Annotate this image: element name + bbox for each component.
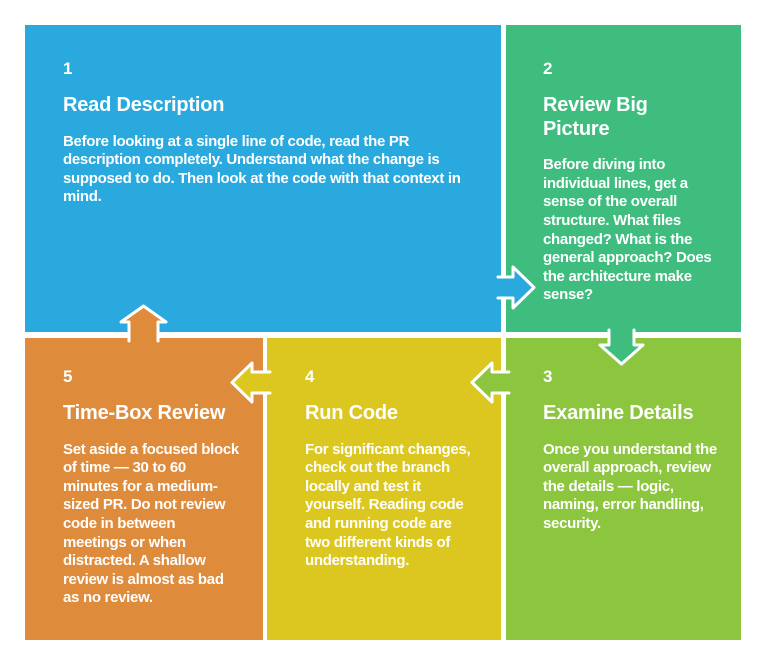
step-title: Time-Box Review [63,402,226,424]
step-title: Run Code [305,402,398,424]
step-body: Once you understand the overall approach… [543,440,717,532]
step-title: Examine Details [543,402,694,424]
step-title: Read Description [63,94,225,116]
step-number: 5 [63,367,73,386]
step-body: Before looking at a single line of code,… [63,132,461,206]
step-number: 4 [305,367,315,386]
step-panel-read-description: 1 Read Description Before looking at a s… [25,25,501,332]
step-body: For significant changes, check out the b… [305,440,471,570]
step-number: 2 [543,59,553,78]
step-number: 1 [63,59,73,78]
step-panel-examine-details: 3 Examine Details Once you understand th… [506,338,741,640]
step-panel-review-big-picture: 2 Review Big Picture Before diving into … [506,25,741,332]
step-panel-run-code: 4 Run Code For significant changes, chec… [267,338,501,640]
step-panel-time-box-review: 5 Time-Box Review Set aside a focused bl… [25,338,263,640]
step-body: Set aside a focused block of time — 30 t… [63,440,239,607]
step-body: Before diving into individual lines, get… [543,156,712,304]
step-number: 3 [543,367,553,386]
step-title: Review Big Picture [543,94,648,140]
